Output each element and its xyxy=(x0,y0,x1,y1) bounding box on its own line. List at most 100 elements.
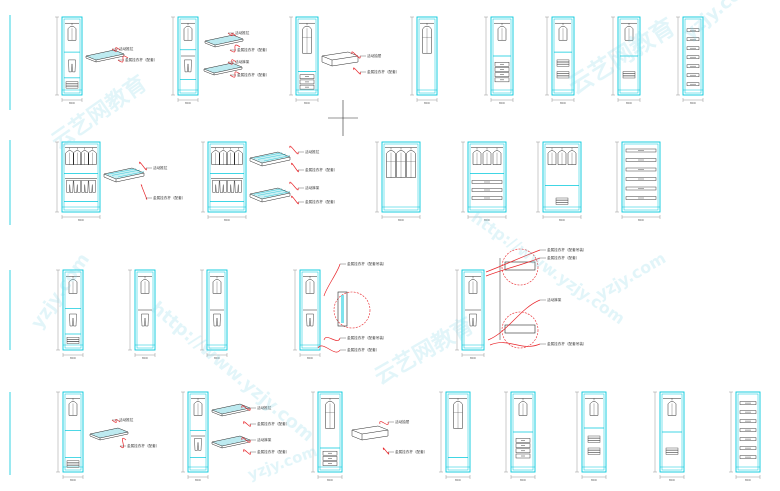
cabinet-inner-frame xyxy=(208,271,226,349)
hanger-shirt-symbol xyxy=(67,22,77,41)
dimension-value: 800 xyxy=(520,478,526,482)
callout-leader xyxy=(243,421,251,427)
hanger-shirt-symbol xyxy=(482,147,492,165)
pants-symbol xyxy=(69,313,77,327)
hanger-shirt-symbol xyxy=(211,147,220,165)
dimension-value: 800 xyxy=(214,356,220,360)
callout-label: 金属挂衣杆（配套） xyxy=(547,255,579,260)
cabinet-inner-frame xyxy=(418,18,436,94)
hanger-coat-symbol xyxy=(386,147,396,178)
pants-symbol xyxy=(306,313,314,327)
cabinet-frame xyxy=(177,16,199,96)
folded-symbol xyxy=(66,337,80,344)
drawer-symbol xyxy=(322,450,338,456)
wardrobe-unit: 800 xyxy=(410,16,438,105)
callout-leader xyxy=(291,195,299,205)
pull-out-tray xyxy=(686,46,700,50)
pull-out-tray xyxy=(739,455,757,459)
pull-out-tray xyxy=(686,73,700,77)
dimension-value: 800 xyxy=(70,478,76,482)
cabinet-frame xyxy=(61,141,101,213)
hanger-shirt-symbol xyxy=(68,398,78,416)
pull-out-tray xyxy=(686,82,700,86)
pants-symbol xyxy=(194,438,202,451)
cabinet-frame xyxy=(510,391,536,473)
callout-leader xyxy=(379,421,389,425)
callout-label: 活动抽屉 xyxy=(395,419,410,424)
callout-leader xyxy=(485,249,541,273)
cabinet-frame xyxy=(207,141,247,213)
hanger-shirt-symbol xyxy=(492,147,502,165)
dimension-value: 800 xyxy=(304,101,310,105)
hanger-coat-symbol xyxy=(396,147,406,178)
pull-out-tray xyxy=(739,437,757,441)
wardrobe-unit: 800 xyxy=(181,391,209,482)
watermark-short: yzjy.com xyxy=(27,249,94,332)
watermark-text: 云艺网教育 xyxy=(370,313,478,391)
callout-label: 活动推拉 xyxy=(257,405,272,410)
cabinet-frame xyxy=(682,16,704,96)
callout-label: 活动推拉 xyxy=(153,165,168,170)
boxdrawer-symbol xyxy=(321,51,359,67)
cabinet-inner-frame xyxy=(383,143,419,211)
callout-label: 金属挂衣杆（配套） xyxy=(347,347,379,352)
callout-leader xyxy=(489,342,541,347)
folded-symbol xyxy=(665,447,679,455)
cabinet-frame xyxy=(61,16,83,96)
rail-section-detail xyxy=(337,291,348,327)
dimension-value: 800 xyxy=(195,478,201,482)
cabinet-inner-frame xyxy=(684,18,702,94)
callout-label: 金属挂衣杆（配套） xyxy=(305,167,337,172)
hanger-shirt-symbol xyxy=(589,398,599,416)
folded-symbol xyxy=(587,435,601,443)
callout-leader xyxy=(140,184,148,200)
cabinet-frame xyxy=(445,391,471,473)
cabinet-inner-frame xyxy=(179,18,197,94)
cabinet-frame xyxy=(490,16,514,96)
pull-out-tray xyxy=(471,196,503,200)
wardrobe-elevations: 800 800 800 800 800 800 800 800 800 800 800 800 800 8… xyxy=(55,16,761,482)
dimension-value: 800 xyxy=(470,356,476,360)
cabinet-frame xyxy=(735,391,761,473)
cabinet-frame xyxy=(461,269,485,351)
pull-out-tray xyxy=(625,177,657,181)
hanger-shirt-symbol xyxy=(193,398,203,416)
tray-detail xyxy=(211,435,251,449)
folded-symbol xyxy=(66,460,80,468)
cabinet-frame xyxy=(295,16,319,96)
boxdrawer-detail xyxy=(351,425,389,441)
basket-detail xyxy=(249,151,291,167)
callout-layer: 活动推拉金属挂衣杆（配套）活动推拉金属挂衣杆（配套）活动裤架金属挂衣杆（配套）活… xyxy=(85,30,587,455)
callout-label: 活动抽屉 xyxy=(367,53,382,58)
cabinet-inner-frame xyxy=(553,18,573,94)
wardrobe-unit: 800 xyxy=(653,391,685,482)
cabinet-frame xyxy=(206,269,228,351)
wardrobe-unit: 800 xyxy=(289,16,319,105)
pull-out-tray xyxy=(625,158,657,162)
callout-leader xyxy=(351,51,361,59)
detail-circle xyxy=(501,311,539,349)
callout-leader xyxy=(382,447,390,455)
wardrobe-unit: 800 xyxy=(611,16,641,105)
wardrobe-unit: 800 xyxy=(56,269,84,360)
cabinet-frame xyxy=(62,391,84,473)
wardrobe-unit: 800 xyxy=(575,391,607,482)
wardrobe-unit: 800 xyxy=(484,16,514,105)
cabinet-frame xyxy=(621,141,661,213)
dimension-value: 800 xyxy=(142,356,148,360)
wardrobe-unit: 800 xyxy=(455,269,485,360)
dimension-value: 800 xyxy=(398,218,404,222)
watermark-short: yzjy.com xyxy=(245,442,319,484)
cabinet-inner-frame xyxy=(189,393,207,471)
callout-leader xyxy=(117,55,129,63)
tray-symbol xyxy=(211,403,251,417)
callout-leader xyxy=(291,162,299,173)
hanger-shirt-symbol xyxy=(497,22,507,41)
wardrobe-unit: 800 xyxy=(128,269,156,360)
tray-symbol xyxy=(89,427,129,441)
detail-circle xyxy=(333,291,371,329)
hanger-shirt-symbol xyxy=(80,147,89,165)
callout-leader xyxy=(111,47,121,52)
dimension-value: 800 xyxy=(638,218,644,222)
pull-out-tray xyxy=(686,64,700,68)
